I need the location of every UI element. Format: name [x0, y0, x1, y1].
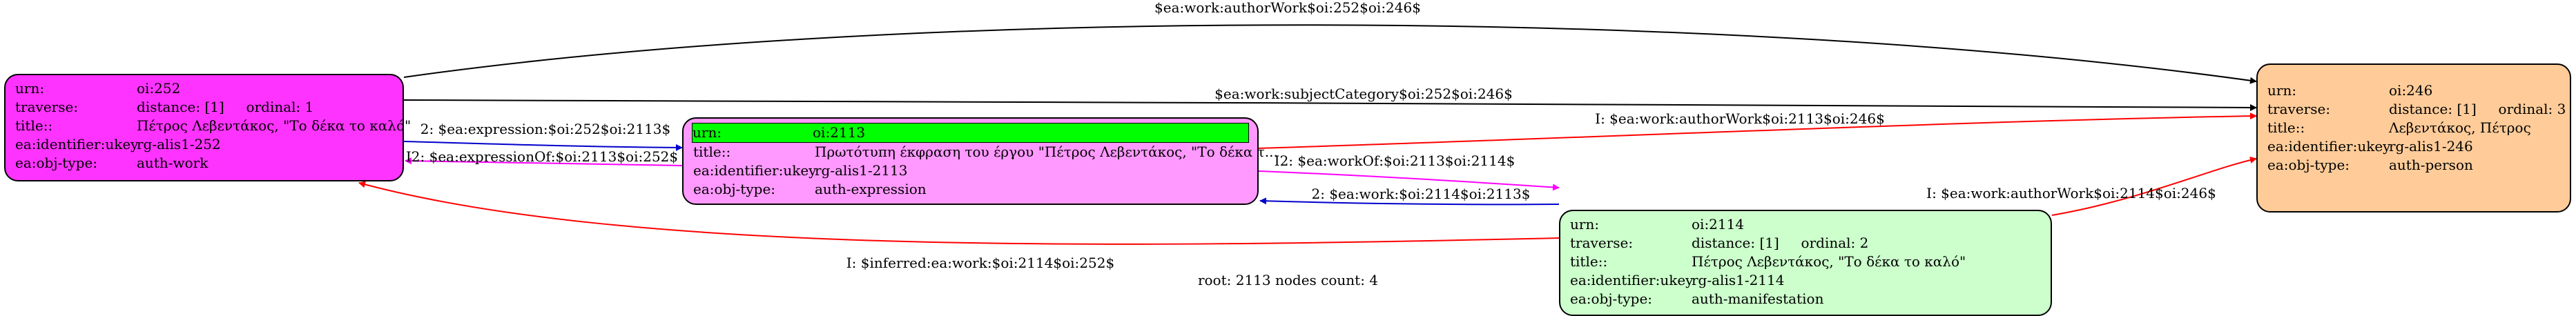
- edge-authorwork-2114-246: [2051, 157, 2257, 216]
- edge-label-subjectcategory-252-246: $ea:work:subjectCategory$oi:252$oi:246$: [1214, 86, 1513, 102]
- node-value-ukey: rg-alis1-252: [137, 136, 221, 152]
- node-row-ukey: ea:identifier:ukey rg-alis1-2113: [693, 161, 1248, 180]
- node-value-urn: oi:246: [2389, 82, 2433, 99]
- node-row-title: title:: Λεβεντάκος, Πέτρος: [2267, 119, 2560, 137]
- node-row-objtype: ea:obj-type: auth-work: [15, 154, 393, 172]
- node-row-ukey: ea:identifier:ukey rg-alis1-252: [15, 135, 393, 154]
- node-row-traverse: traverse: distance: [1] ordinal: 3: [2267, 100, 2566, 119]
- edge-label-expressionof-2113-252: I2: $ea:expressionOf:$oi:2113$oi:252$: [406, 148, 678, 165]
- node-value-urn: oi:2114: [1692, 216, 1745, 233]
- edge-subjectcategory-252-246: [403, 99, 2257, 111]
- node-key-ukey: ea:identifier:ukey: [2267, 138, 2391, 155]
- node-key-ukey: ea:identifier:ukey: [693, 162, 817, 179]
- edge-label-authorwork-2113-246: I: $ea:work:authorWork$oi:2113$oi:246$: [1595, 110, 1885, 127]
- node-key-urn: urn:: [1570, 216, 1600, 233]
- node-key-objtype: ea:obj-type:: [15, 155, 98, 171]
- edge-authorwork-2113-246: [1258, 112, 2257, 149]
- node-key-objtype: ea:obj-type:: [1570, 290, 1653, 307]
- edge-inferred-work-2114-252: [358, 181, 1560, 245]
- edge-expression-252-2113: [403, 141, 683, 151]
- edge-label-authorwork-2114-246: I: $ea:work:authorWork$oi:2114$oi:246$: [1926, 185, 2216, 201]
- edge-workof-2113-2114: [1258, 170, 1560, 191]
- node-key-title: title::: [1570, 253, 1608, 270]
- node-row-title: title:: Πέτρος Λεβεντάκος, "Το δέκα το κ…: [15, 117, 411, 135]
- node-row-traverse: traverse: distance: [1] ordinal: 2: [1570, 234, 2041, 253]
- node-value-urn: oi:2113: [813, 124, 866, 141]
- node-key-traverse: traverse:: [15, 99, 79, 115]
- node-row-objtype: ea:obj-type: auth-person: [2267, 156, 2560, 175]
- node-value-title: Πέτρος Λεβεντάκος, "Το δέκα το καλό": [137, 117, 411, 134]
- graph-footer: root: 2113 nodes count: 4: [1197, 272, 1379, 288]
- node-value-traverse: distance: [1] ordinal: 1: [137, 99, 314, 115]
- node-value-objtype: auth-manifestation: [1692, 290, 1824, 307]
- node-key-urn: urn:: [15, 80, 45, 97]
- node-value-urn: oi:252: [137, 80, 181, 97]
- edge-label-inferred-work-2114-252: I: $inferred:ea:work:$oi:2114$oi:252$: [846, 255, 1114, 271]
- node-row-urn: urn: oi:2113: [692, 123, 1249, 143]
- node-oi-252[interactable]: urn: oi:252 traverse: distance: [1] ordi…: [4, 74, 411, 181]
- node-row-title: title:: Πέτρος Λεβεντάκος, "Το δέκα το κ…: [1570, 253, 2041, 271]
- edge-label-expression-252-2113: 2: $ea:expression:$oi:252$oi:2113$: [420, 121, 671, 137]
- edge-label-authorwork-252-246: $ea:work:authorWork$oi:252$oi:246$: [1154, 0, 1421, 16]
- node-row-urn: urn: oi:2114: [1570, 215, 2041, 234]
- node-value-title: Λεβεντάκος, Πέτρος: [2389, 119, 2531, 136]
- node-key-traverse: traverse:: [1570, 235, 1634, 251]
- node-value-ukey: rg-alis1-246: [2389, 138, 2473, 155]
- node-key-urn: urn:: [2267, 82, 2297, 99]
- node-key-title: title::: [2267, 119, 2305, 136]
- node-value-traverse: distance: [1] ordinal: 3: [2389, 101, 2566, 117]
- node-row-ukey: ea:identifier:ukey rg-alis1-2114: [1570, 271, 2041, 290]
- node-key-objtype: ea:obj-type:: [2267, 157, 2350, 173]
- node-value-objtype: auth-expression: [815, 181, 927, 197]
- node-key-ukey: ea:identifier:ukey: [1570, 272, 1694, 288]
- edge-label-workof-2113-2114: I2: $ea:workOf:$oi:2113$oi:2114$: [1275, 152, 1515, 169]
- node-row-traverse: traverse: distance: [1] ordinal: 1: [15, 98, 393, 117]
- edge-expressionof-2113-252: [405, 157, 683, 166]
- node-key-traverse: traverse:: [2267, 101, 2331, 117]
- node-oi-2113[interactable]: urn: oi:2113 title:: Πρωτότυπη έκφραση τ…: [682, 117, 1278, 205]
- node-key-objtype: ea:obj-type:: [693, 181, 776, 197]
- edge-work-2114-2113: [1259, 197, 1560, 206]
- node-key-urn: urn:: [693, 124, 722, 141]
- node-row-title: title:: Πρωτότυπη έκφραση του έργου "Πέτ…: [693, 143, 1278, 161]
- node-row-urn: urn: oi:252: [15, 79, 393, 98]
- node-row-ukey: ea:identifier:ukey rg-alis1-246: [2267, 137, 2560, 156]
- edge-authorwork-252-246: [403, 24, 2257, 84]
- edge-label-work-2114-2113: 2: $ea:work:$oi:2114$oi:2113$: [1312, 186, 1531, 202]
- node-value-ukey: rg-alis1-2114: [1692, 272, 1785, 288]
- edge-layer: $ea:work:authorWork$oi:252$oi:246$ $ea:w…: [358, 0, 2257, 271]
- node-key-title: title::: [15, 117, 53, 134]
- node-value-ukey: rg-alis1-2113: [815, 162, 908, 179]
- node-value-objtype: auth-work: [137, 155, 209, 171]
- node-row-objtype: ea:obj-type: auth-manifestation: [1570, 290, 2041, 308]
- node-value-objtype: auth-person: [2389, 157, 2473, 173]
- node-row-objtype: ea:obj-type: auth-expression: [693, 180, 1248, 199]
- node-value-title: Πέτρος Λεβεντάκος, "Το δέκα το καλό": [1692, 253, 1966, 270]
- node-oi-246[interactable]: urn: oi:246 traverse: distance: [1] ordi…: [2256, 63, 2571, 213]
- node-key-ukey: ea:identifier:ukey: [15, 136, 139, 152]
- node-value-title: Πρωτότυπη έκφραση του έργου "Πέτρος Λεβε…: [815, 144, 1278, 160]
- node-oi-2114[interactable]: urn: oi:2114 traverse: distance: [1] ord…: [1559, 210, 2052, 316]
- node-key-title: title::: [693, 144, 731, 160]
- node-value-traverse: distance: [1] ordinal: 2: [1692, 235, 1869, 251]
- node-row-urn: urn: oi:246: [2267, 81, 2560, 100]
